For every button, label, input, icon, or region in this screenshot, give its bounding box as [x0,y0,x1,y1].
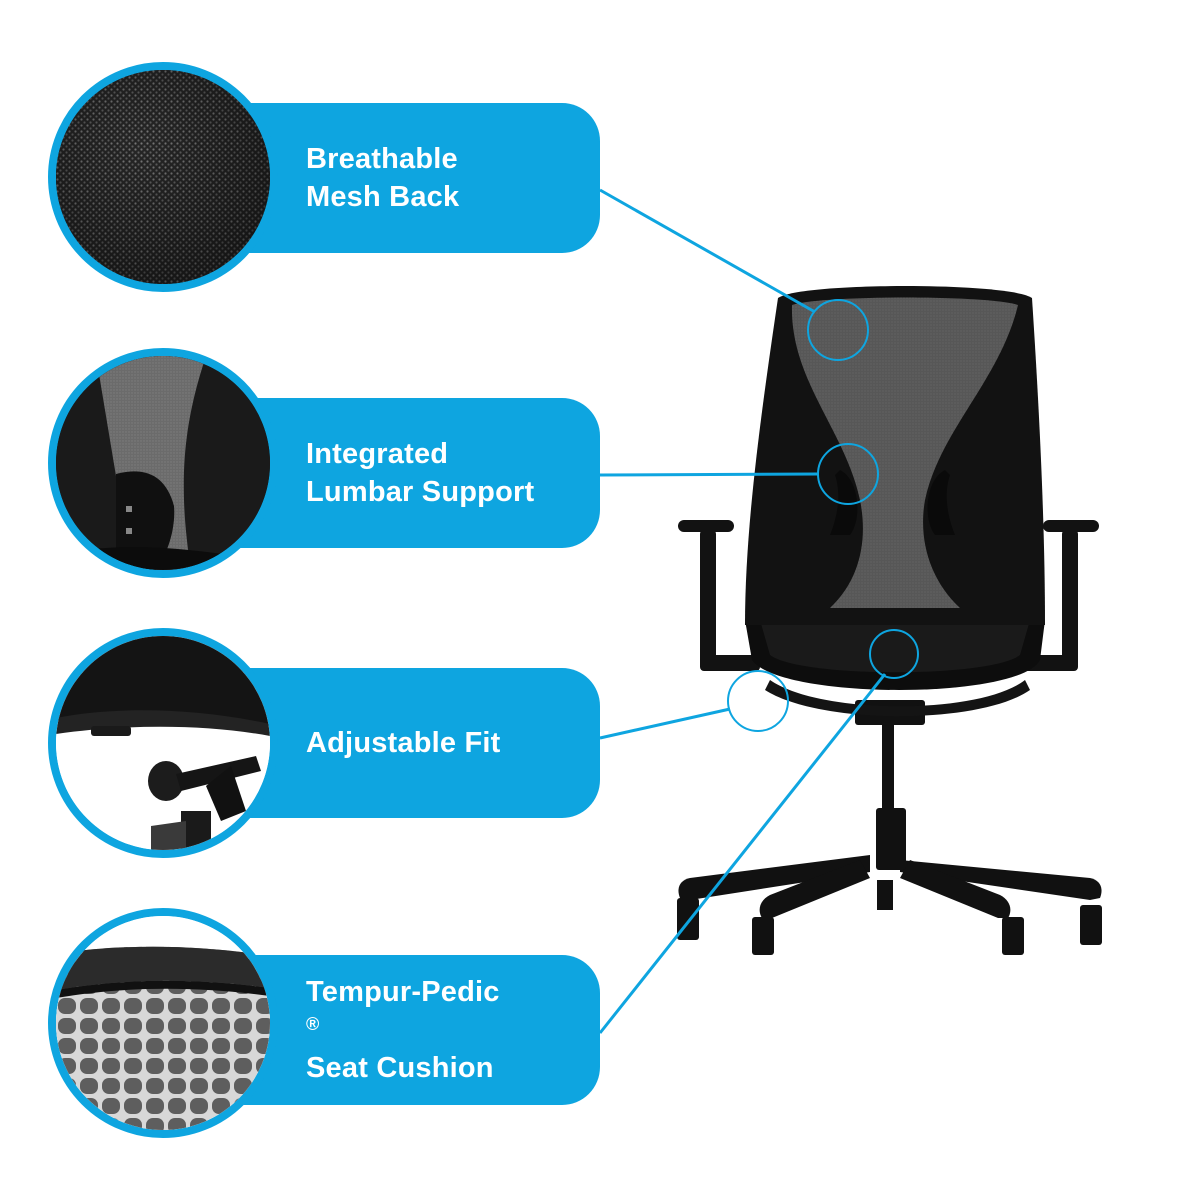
feature-label: Breathable Mesh Back [306,140,459,216]
target-circle-seat-cushion [869,629,919,679]
connector-line-mesh-back [599,188,816,314]
adjustment-knob-image [56,636,270,850]
cushion-texture-image [56,916,270,1130]
mesh-texture-swatch [48,62,278,292]
feature-label: Tempur-Pedic ® Seat Cushion [306,973,500,1087]
lumbar-closeup-image [56,356,270,570]
target-circle-lumbar [817,443,879,505]
target-circle-adjustable [727,670,789,732]
feature-label-line2: Seat Cushion [306,1052,494,1084]
cushion-texture-swatch [48,908,278,1138]
chair-backrest [745,286,1045,625]
feature-label-line1: Tempur-Pedic ® [306,973,500,1049]
target-circle-mesh-back [807,299,869,361]
adjustment-knob-swatch [48,628,278,858]
callout-targets [727,299,919,732]
chair-base [677,700,1102,955]
brand-name: Tempur-Pedic [306,976,500,1008]
lumbar-closeup-swatch [48,348,278,578]
mesh-texture-image [56,70,270,284]
feature-label-line2: Lumbar Support [306,476,535,508]
connector-line-adjustable [599,707,731,740]
feature-label-line1: Adjustable Fit [306,727,501,759]
feature-label: Adjustable Fit [306,724,501,762]
feature-label: Integrated Lumbar Support [306,435,534,511]
feature-label-line2: Mesh Back [306,181,460,213]
feature-label-line1: Breathable [306,143,458,175]
chair-armrests [678,520,1099,671]
registered-mark: ® [306,1014,320,1034]
feature-label-line1: Integrated [306,438,449,470]
callout-connectors [598,188,887,1034]
connector-line-seat-cushion [598,673,887,1034]
chair-seat [745,605,1045,717]
connector-line-lumbar [599,472,819,477]
